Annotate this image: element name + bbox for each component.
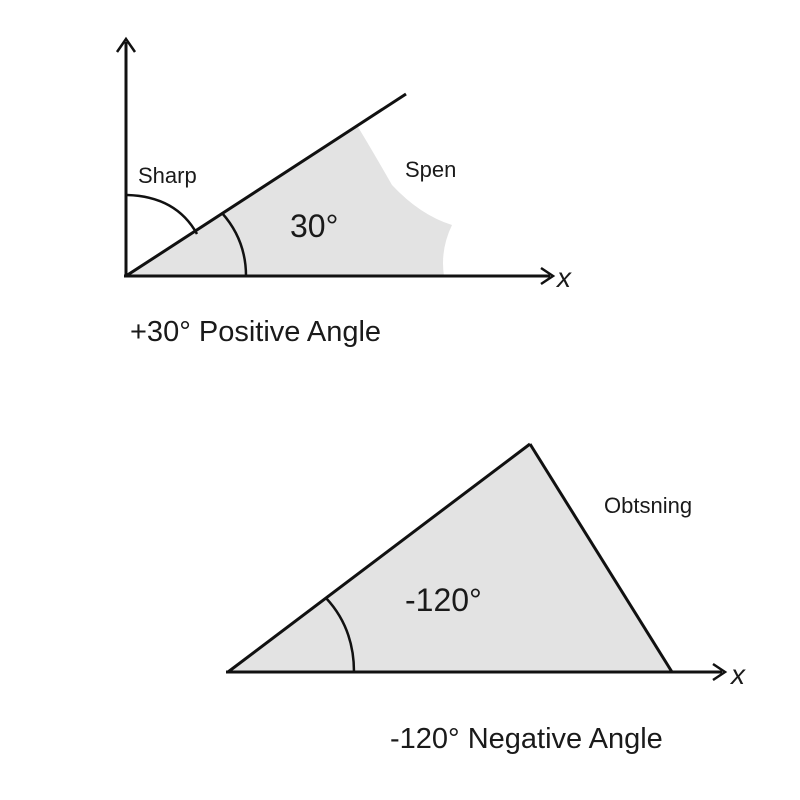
positive-angle-arc: [221, 212, 248, 277]
x-axis-bottom-label: x: [729, 659, 746, 690]
positive-angle-shaded-region: [126, 127, 452, 276]
negative-angle-shaded-region: [228, 444, 672, 672]
label-spen: Spen: [405, 157, 456, 182]
x-axis-top-label: x: [555, 262, 572, 293]
x-axis-top-arrow-icon: [540, 266, 556, 286]
negative-ray-left: [227, 442, 531, 674]
sharp-angle-arc: [125, 193, 199, 235]
negative-angle-caption: -120° Negative Angle: [390, 723, 663, 755]
negative-angle-arc: [325, 597, 356, 673]
negative-angle-diagram: Obtsning -120° x -120° Negative Angle: [226, 442, 746, 755]
positive-angle-value: 30°: [290, 208, 338, 244]
label-obtsning: Obtsning: [604, 493, 692, 518]
negative-ray-right: [528, 443, 674, 673]
label-sharp: Sharp: [138, 163, 197, 188]
x-axis-bottom-arrow-icon: [712, 662, 728, 682]
negative-angle-value: -120°: [405, 582, 482, 618]
positive-angle-caption: +30° Positive Angle: [130, 316, 381, 348]
positive-terminal-ray: [125, 92, 407, 278]
positive-angle-diagram: Sharp Spen 30° x +30° Positive Angle: [115, 36, 572, 348]
y-axis-arrow-icon: [115, 36, 137, 53]
